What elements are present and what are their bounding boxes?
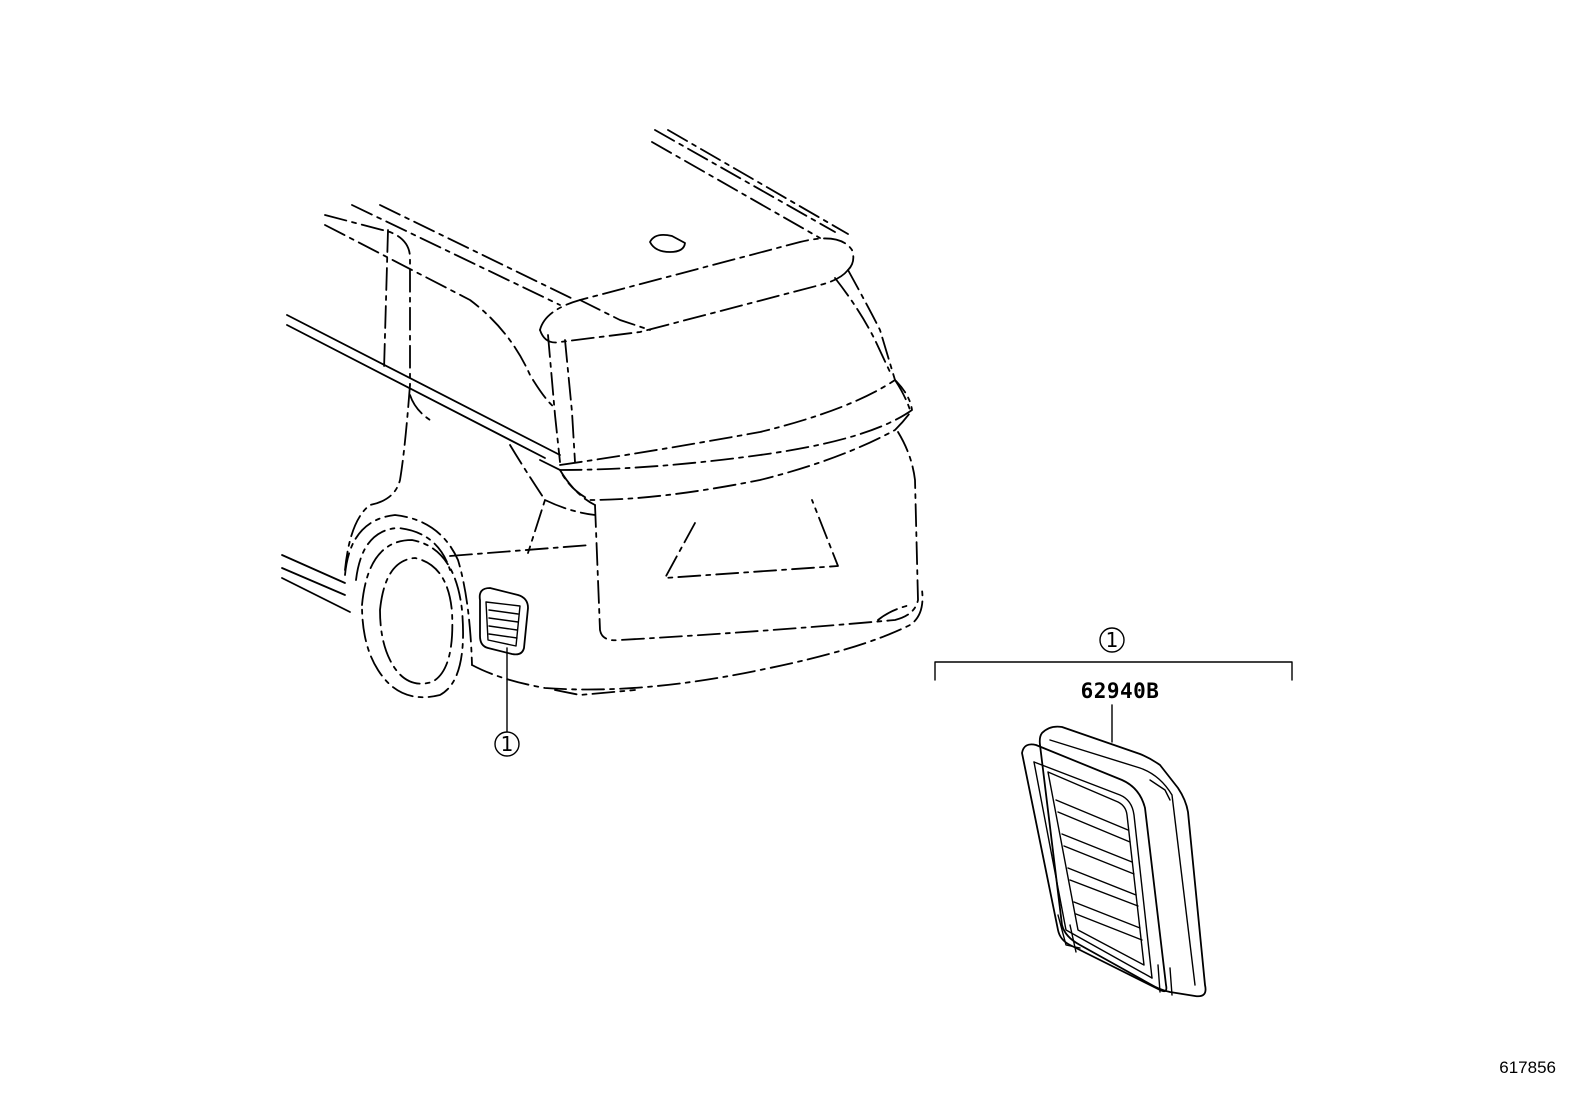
illustration-number: 617856 xyxy=(1499,1058,1556,1077)
vehicle-callout: 1 xyxy=(494,731,520,757)
part-number-label: 62940B xyxy=(1081,679,1160,703)
part-callout-number: 1 xyxy=(1106,628,1119,652)
quarter-vent-louver-icon xyxy=(1021,725,1207,998)
vehicle-callout-number: 1 xyxy=(501,732,514,756)
vehicle-vent-icon xyxy=(478,587,529,656)
part-callout: 1 xyxy=(1099,627,1125,653)
rear-minivan-outline-icon xyxy=(281,129,924,699)
part-bracket xyxy=(934,661,1293,681)
